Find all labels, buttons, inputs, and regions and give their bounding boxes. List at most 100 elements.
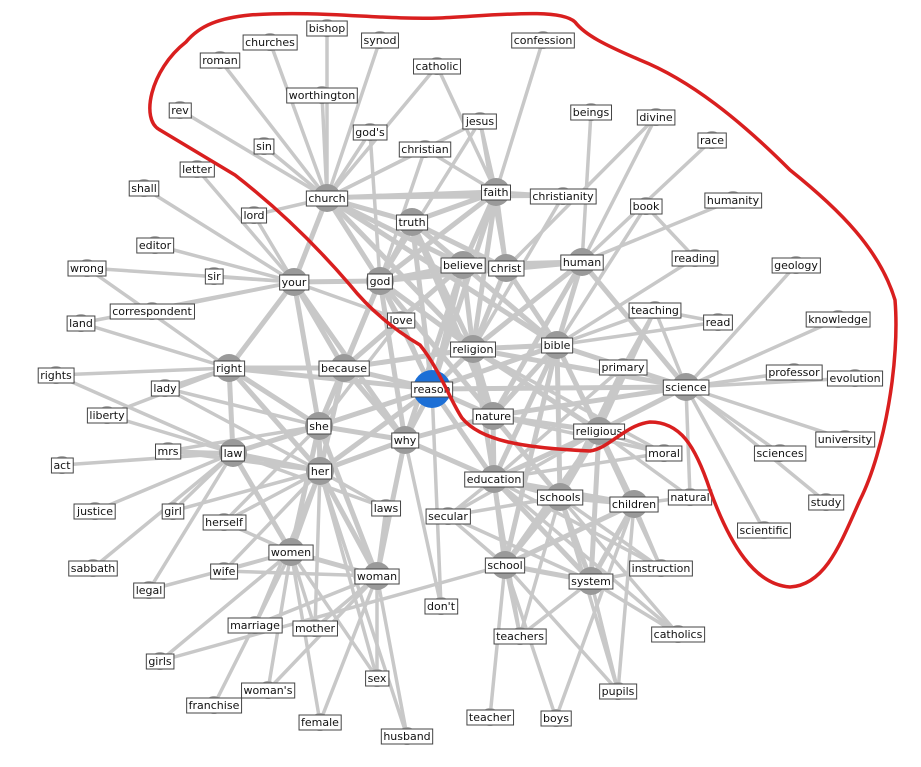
edge-law-legal — [147, 451, 235, 592]
node-franchise: franchise — [186, 696, 243, 714]
node-beings: beings — [570, 103, 613, 121]
node-woman: woman — [354, 562, 400, 590]
node-label-box-primary — [598, 359, 648, 376]
edge-science-evolution — [684, 376, 857, 389]
node-label-box-jesus — [462, 113, 497, 130]
edge-children-system — [588, 501, 637, 584]
node-label-box-shall — [128, 180, 160, 197]
node-label-box-catholic — [413, 58, 461, 75]
node-label-your: your — [282, 276, 307, 289]
node-label-box-sabbath — [68, 560, 118, 577]
node-label-mrs: mrs — [158, 445, 179, 458]
node-label-rights: rights — [40, 369, 72, 382]
node-religion: religion — [450, 335, 496, 363]
node-moral: moral — [645, 444, 683, 462]
node-label-box-god — [367, 273, 393, 290]
node-god: god — [366, 267, 394, 295]
node-roman: roman — [199, 51, 241, 69]
node-label-box-study — [808, 494, 845, 511]
node-race: race — [697, 131, 727, 149]
node-humanity: humanity — [704, 191, 763, 209]
node-label-sex: sex — [368, 672, 387, 685]
edge-system-teachers — [518, 579, 593, 638]
node-label-box-race — [697, 132, 727, 149]
edge-why-dont — [403, 438, 443, 608]
node-label-geology: geology — [774, 259, 818, 272]
node-correspondent: correspondent — [109, 302, 195, 320]
node-jesus: jesus — [462, 112, 497, 130]
edge-human-science — [579, 259, 689, 390]
node-label-box-rights — [37, 367, 75, 384]
node-wrong: wrong — [67, 259, 107, 277]
edge-religion-science — [470, 346, 689, 390]
node-label-god: god — [370, 275, 391, 288]
node-label-box-system — [568, 573, 614, 590]
edge-science-knowledge — [684, 317, 840, 389]
edge-bible-school — [502, 342, 560, 568]
node-label-box-pupils — [599, 683, 638, 700]
node-label-confession: confession — [514, 34, 573, 47]
edge-christ-religion — [470, 265, 509, 352]
node-label-reason: reason — [413, 383, 450, 396]
node-label-wrong: wrong — [70, 262, 104, 275]
node-label-right: right — [216, 362, 243, 375]
node-sir: sir — [204, 267, 224, 285]
edge-reason-right — [226, 365, 435, 392]
edge-system-catholics — [589, 579, 680, 636]
node-label-box-believe — [440, 257, 486, 274]
node-label-box-geology — [771, 257, 821, 274]
node-label-correspondent: correspondent — [112, 305, 192, 318]
node-label-box-girls — [145, 653, 175, 670]
node-read: read — [703, 313, 733, 331]
node-teaching: teaching — [628, 301, 682, 319]
edge-school-pupils — [503, 563, 620, 693]
node-label-box-legal — [133, 582, 165, 599]
node-label-box-scientific — [737, 522, 791, 539]
node-label-box-woman — [354, 568, 400, 585]
node-label-letter: letter — [182, 163, 212, 176]
node-primary: primary — [598, 358, 648, 376]
node-label-reading: reading — [674, 252, 716, 265]
node-label-catholic: catholic — [416, 60, 459, 73]
node-label-box-truth — [395, 214, 429, 231]
node-label-box-editor — [136, 237, 175, 254]
edge-church-christianity — [325, 194, 565, 200]
node-label-box-reading — [671, 250, 719, 267]
edge-religious-system — [588, 428, 602, 584]
node-label-box-school — [484, 557, 526, 574]
node-pupils: pupils — [599, 682, 638, 700]
node-believe: believe — [440, 251, 486, 279]
edge-god-jesus — [378, 119, 482, 283]
edge-your-wrong — [85, 266, 296, 284]
node-label-box-nature — [472, 408, 514, 425]
edge-law-rights — [54, 373, 235, 455]
edge-church-god — [324, 195, 383, 284]
node-label-box-sin — [253, 138, 275, 155]
node-label-herself: herself — [205, 516, 244, 529]
node-label-shall: shall — [131, 182, 157, 195]
node-churches: churches — [242, 33, 298, 51]
node-label-box-your — [279, 274, 310, 291]
node-secular: secular — [425, 507, 471, 525]
node-label-box-knowledge — [805, 311, 871, 328]
node-label-roman: roman — [202, 54, 237, 67]
edge-law-laws — [231, 451, 388, 510]
node-faith: faith — [481, 178, 511, 206]
edge-women-female — [289, 550, 322, 724]
node-label-land: land — [69, 317, 93, 330]
node-worthington: worthington — [286, 86, 358, 104]
node-label-secular: secular — [428, 510, 468, 523]
node-catholic: catholic — [413, 57, 461, 75]
node-study: study — [808, 493, 845, 511]
node-label-box-boys — [540, 710, 572, 727]
node-label-box-bishop — [306, 20, 348, 37]
node-label-synod: synod — [364, 34, 397, 47]
node-mother: mother — [292, 619, 338, 637]
node-label-box-christ — [488, 260, 525, 277]
node-label-study: study — [811, 496, 842, 509]
edge-god-religion — [377, 278, 476, 352]
edge-children-boys — [554, 502, 636, 720]
node-shall: shall — [128, 179, 160, 197]
node-label-box-synod — [361, 32, 399, 49]
